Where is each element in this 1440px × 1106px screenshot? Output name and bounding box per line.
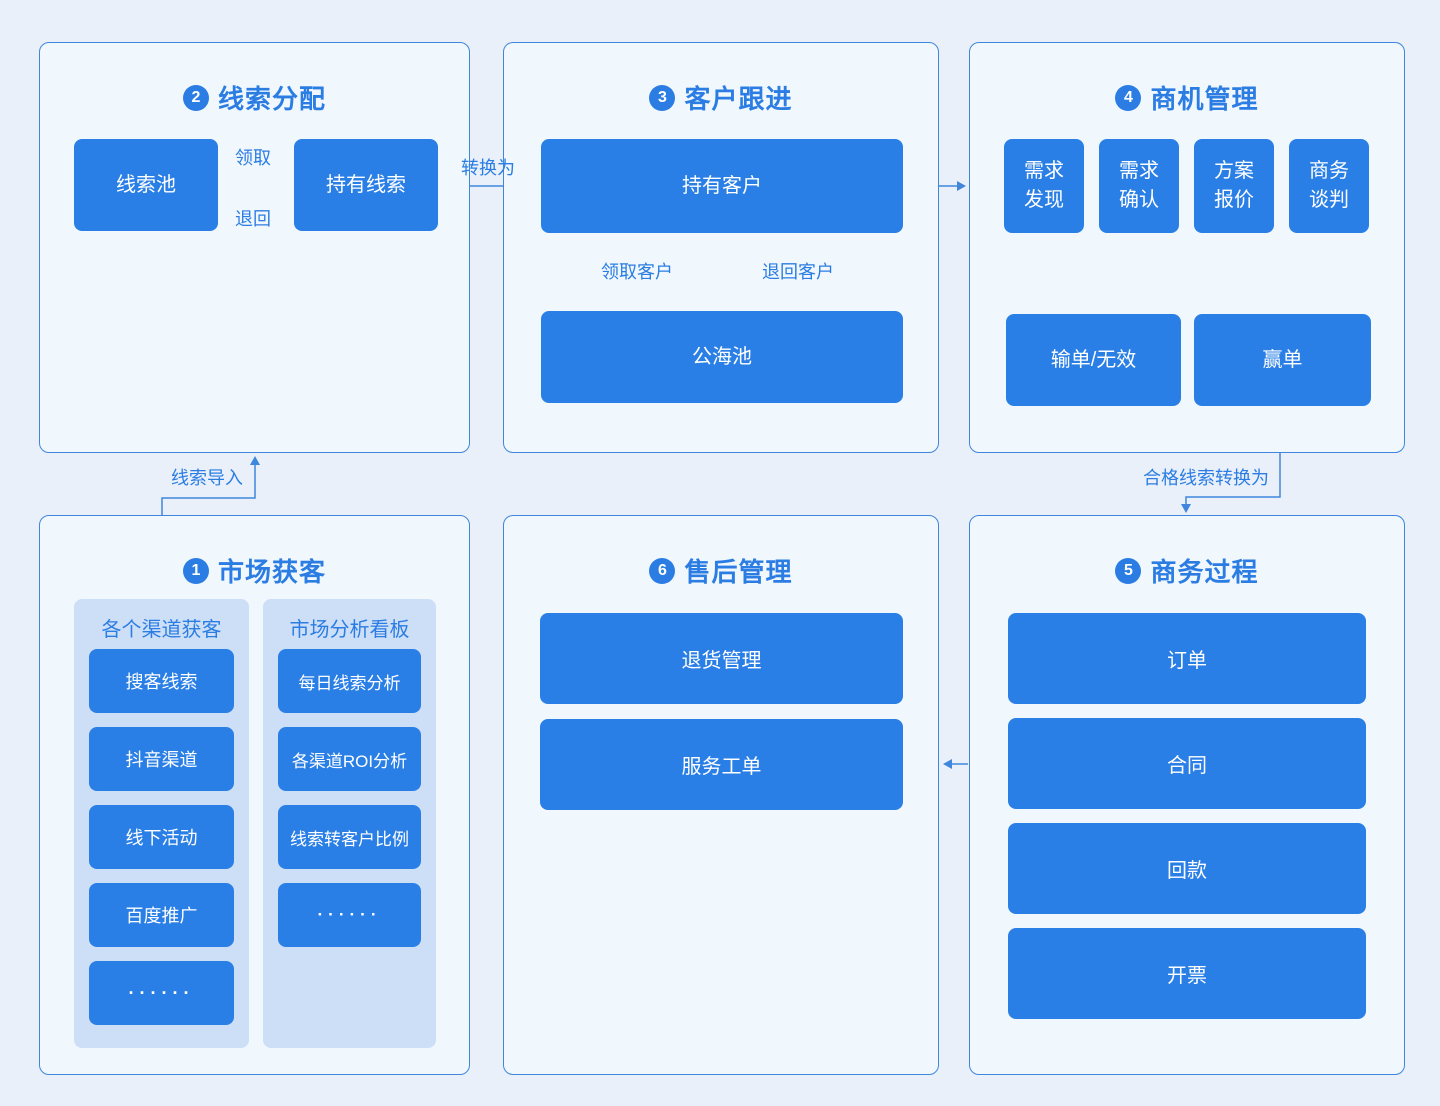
node-order: 订单 xyxy=(1008,613,1366,704)
step-3-badge: 3 xyxy=(649,84,676,111)
node-channel-search-leads: 搜客线索 xyxy=(89,649,234,713)
business-items: 订单 合同 回款 开票 xyxy=(1008,613,1366,1019)
edge-label-convert: 转换为 xyxy=(461,158,515,178)
node-stage-demand-discovery: 需求发现 xyxy=(1004,139,1084,233)
panel-customer-follow-title: 3 客户跟进 xyxy=(504,79,938,116)
step-2-badge: 2 xyxy=(182,84,209,111)
panel-lead-distribution: 2 线索分配 线索池 持有线索 xyxy=(39,42,470,453)
node-lost-invalid: 输单/无效 xyxy=(1006,314,1181,406)
edge-label-claim: 领取 xyxy=(235,148,271,168)
panel-business-process-title-text: 商务过程 xyxy=(1150,557,1259,587)
panel-aftersales-title-text: 售后管理 xyxy=(684,557,793,587)
edge-label-qualified-convert: 合格线索转换为 xyxy=(1143,468,1269,488)
panel-business-process-title: 5 商务过程 xyxy=(970,552,1404,589)
panel-market-acquisition-title: 1 市场获客 xyxy=(40,552,469,589)
node-stage-negotiation: 商务谈判 xyxy=(1289,139,1369,233)
node-stage-quotation: 方案报价 xyxy=(1194,139,1274,233)
node-analysis-lead-conversion: 线索转客户比例 xyxy=(278,805,421,869)
panel-opportunity-title-text: 商机管理 xyxy=(1150,84,1259,114)
step-6-badge: 6 xyxy=(649,557,676,584)
node-analysis-more: ······ xyxy=(278,883,421,947)
subpanel-channels: 各个渠道获客 搜客线索 抖音渠道 线下活动 百度推广 ······ xyxy=(74,599,249,1048)
node-held-customers: 持有客户 xyxy=(541,139,903,233)
node-channel-more: ······ xyxy=(89,961,234,1025)
panel-aftersales-title: 6 售后管理 xyxy=(504,552,938,589)
panel-business-process: 5 商务过程 订单 合同 回款 开票 xyxy=(969,515,1405,1075)
node-lead-pool: 线索池 xyxy=(74,139,218,231)
node-channel-douyin: 抖音渠道 xyxy=(89,727,234,791)
node-contract: 合同 xyxy=(1008,718,1366,809)
panel-aftersales: 6 售后管理 退货管理 服务工单 xyxy=(503,515,939,1075)
node-payment-collection: 回款 xyxy=(1008,823,1366,914)
subpanel-channels-header: 各个渠道获客 xyxy=(101,619,222,641)
edge-label-return: 退回 xyxy=(235,209,271,229)
node-return-management: 退货管理 xyxy=(540,613,903,704)
subpanel-analysis: 市场分析看板 每日线索分析 各渠道ROI分析 线索转客户比例 ······ xyxy=(263,599,436,1048)
node-won: 赢单 xyxy=(1194,314,1371,406)
node-stage-demand-confirm: 需求确认 xyxy=(1099,139,1179,233)
edge-label-return-customer: 退回客户 xyxy=(762,262,834,282)
edge-label-lead-import: 线索导入 xyxy=(171,468,243,488)
panel-opportunity: 4 商机管理 需求发现 需求确认 方案报价 商务谈判 输单/无效 赢单 xyxy=(969,42,1405,453)
node-held-leads: 持有线索 xyxy=(294,139,438,231)
subpanel-analysis-items: 每日线索分析 各渠道ROI分析 线索转客户比例 ······ xyxy=(263,649,436,947)
node-service-ticket: 服务工单 xyxy=(540,719,903,810)
step-5-badge: 5 xyxy=(1115,557,1142,584)
subpanel-channels-items: 搜客线索 抖音渠道 线下活动 百度推广 ······ xyxy=(74,649,249,1025)
panel-market-acquisition-title-text: 市场获客 xyxy=(217,557,326,587)
node-analysis-daily-leads: 每日线索分析 xyxy=(278,649,421,713)
panel-market-acquisition: 1 市场获客 各个渠道获客 搜客线索 抖音渠道 线下活动 百度推广 ······… xyxy=(39,515,470,1075)
node-public-pool: 公海池 xyxy=(541,311,903,403)
step-1-badge: 1 xyxy=(182,557,209,584)
node-invoicing: 开票 xyxy=(1008,928,1366,1019)
panel-customer-follow: 3 客户跟进 持有客户 公海池 xyxy=(503,42,939,453)
step-4-badge: 4 xyxy=(1115,84,1142,111)
subpanel-analysis-header: 市场分析看板 xyxy=(289,619,410,641)
panel-opportunity-title: 4 商机管理 xyxy=(970,79,1404,116)
edge-label-claim-customer: 领取客户 xyxy=(601,262,673,282)
panel-lead-distribution-title: 2 线索分配 xyxy=(40,79,469,116)
node-analysis-channel-roi: 各渠道ROI分析 xyxy=(278,727,421,791)
panel-lead-distribution-title-text: 线索分配 xyxy=(217,84,326,114)
panel-customer-follow-title-text: 客户跟进 xyxy=(684,84,793,114)
aftersales-items: 退货管理 服务工单 xyxy=(540,613,903,810)
node-channel-baidu-promo: 百度推广 xyxy=(89,883,234,947)
node-channel-offline-events: 线下活动 xyxy=(89,805,234,869)
